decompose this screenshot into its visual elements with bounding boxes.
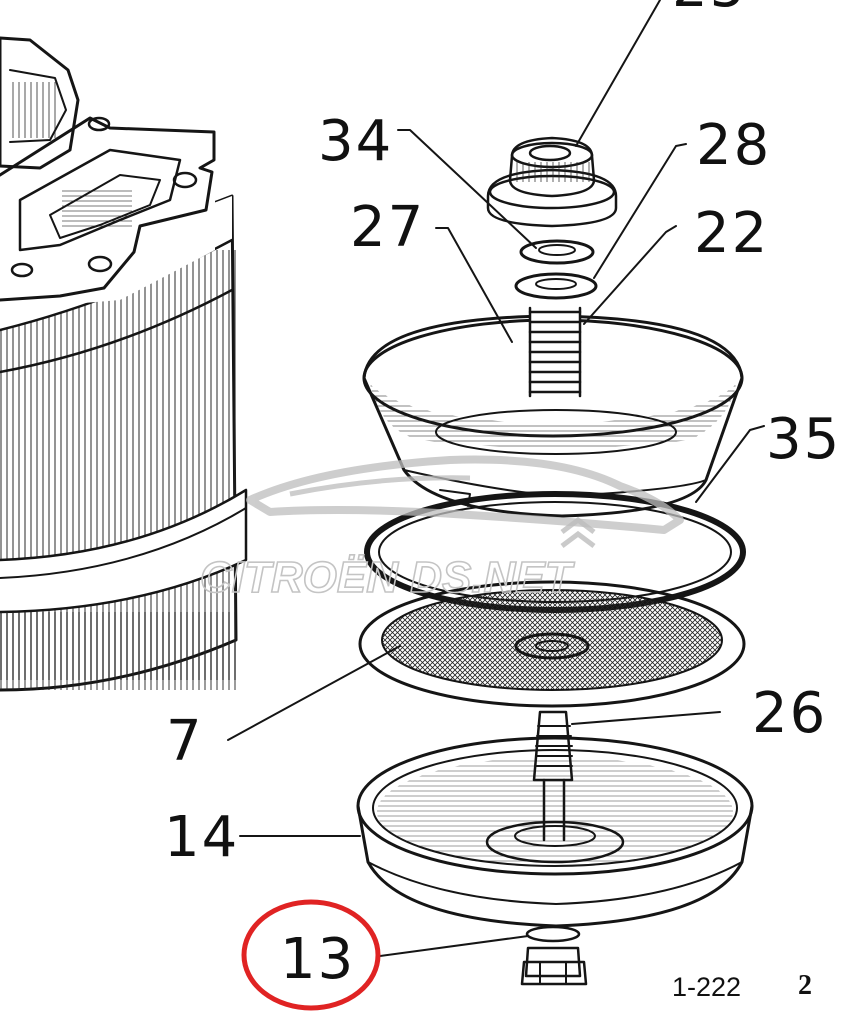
part-7-mesh-strainer [358,580,746,708]
part-14-base-plate [356,736,754,928]
leader-25 [575,0,661,147]
part-22-spring [528,306,582,398]
watermark-text: CITROËN DS.NET [200,553,575,602]
leader-34 [397,129,537,249]
part-28-washer [514,272,598,300]
leader-28 [593,143,687,279]
callout-7: 7 [166,709,204,774]
highlight-circle [241,899,381,1011]
citroen-car-silhouette-watermark [246,455,684,534]
callout-35: 35 [766,407,841,472]
leader-13 [379,935,529,957]
leader-35 [695,425,765,503]
callout-14: 14 [164,805,239,870]
citroen-chevrons-icon [560,516,596,548]
callout-25: 25 [672,0,747,20]
leader-27 [435,227,513,343]
filter-housing-body [0,36,248,692]
leader-26 [571,711,721,725]
leader-7 [227,645,401,741]
callout-28: 28 [696,113,771,178]
part-25-top-cap [486,136,618,228]
callout-27: 27 [350,195,425,260]
callout-13: 13 [280,927,355,992]
figure-reference: 1-222 [672,972,741,1002]
leader-22 [583,225,677,325]
callout-34: 34 [318,109,393,174]
part-34-seal-ring [519,239,595,265]
callout-22: 22 [694,201,769,266]
page-number: 2 [798,970,812,1001]
callout-26: 26 [752,681,827,746]
leader-lines [227,0,765,957]
part-13-bolt [520,925,588,986]
